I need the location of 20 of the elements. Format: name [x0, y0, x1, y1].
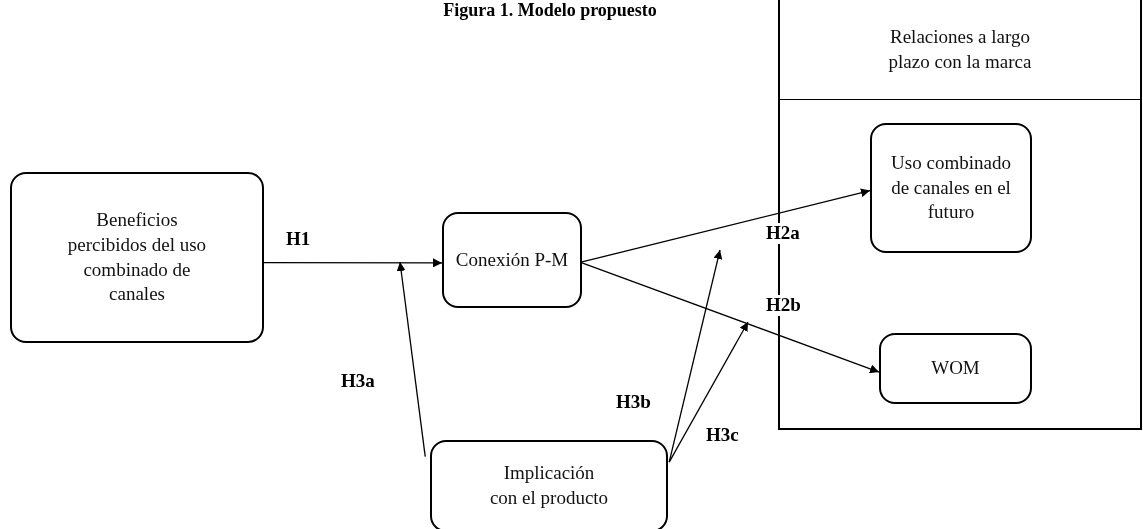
construct-box [442, 212, 582, 308]
construct-box [870, 123, 1032, 253]
construct-label: Conexión P-M [454, 247, 570, 272]
arrow [668, 321, 749, 463]
arrow [581, 188, 871, 263]
figure-title: Figura 1. Modelo propuesto [442, 0, 658, 21]
arrow [581, 262, 880, 374]
construct-box [10, 172, 264, 343]
construct-label: Beneficios percibidos del uso combinado de canales [66, 208, 208, 307]
edge-label: H2b [765, 295, 802, 316]
arrow [668, 249, 723, 463]
arrow [396, 261, 426, 458]
group-heading: Relaciones a largo plazo con la marca [780, 0, 1140, 100]
edge-label: H2a [765, 223, 801, 244]
construct-label: Uso combinado de canales en el futuro [890, 150, 1012, 225]
construct-box [430, 440, 668, 529]
construct-box [879, 333, 1032, 404]
construct-label: Implicación con el producto [488, 461, 610, 510]
arrow [263, 258, 443, 268]
construct-label: WOM [930, 356, 981, 381]
